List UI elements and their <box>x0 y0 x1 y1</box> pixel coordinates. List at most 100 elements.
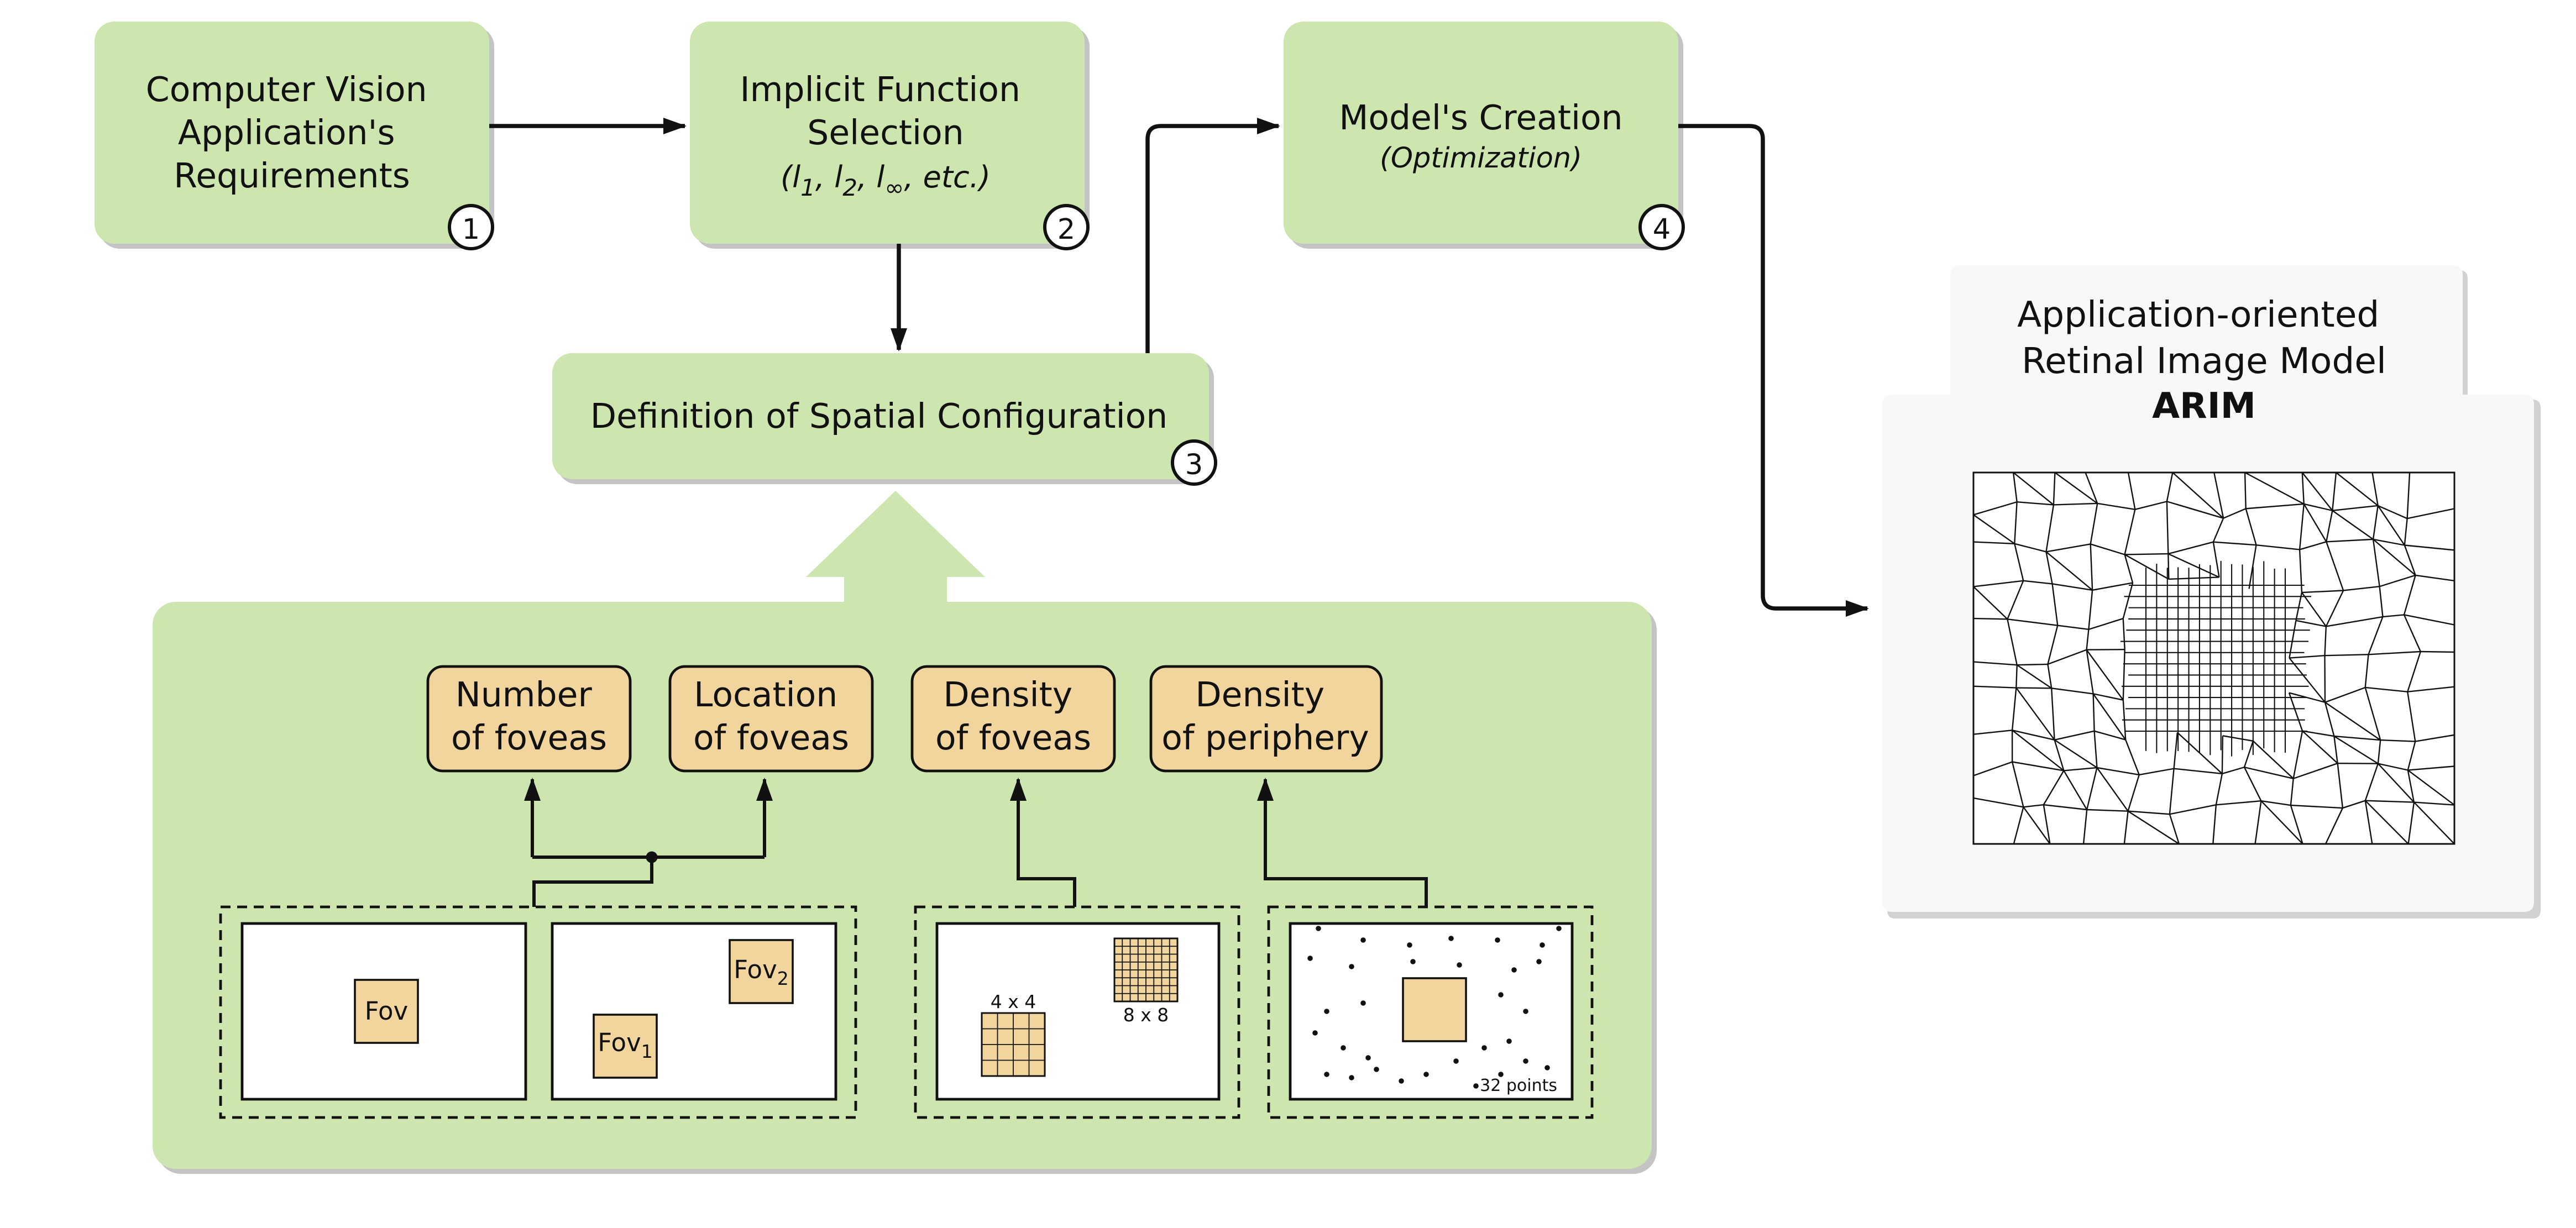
periphery-point <box>1457 962 1462 968</box>
mesh-edge <box>2324 702 2335 737</box>
mesh-edge <box>2337 763 2344 809</box>
mesh-edge <box>2245 503 2304 510</box>
mesh-edge <box>2045 551 2093 591</box>
mesh-edge <box>2139 768 2174 776</box>
mesh-edge <box>2086 629 2090 650</box>
mesh-edge <box>1973 586 2008 620</box>
mesh-edge <box>2296 620 2327 627</box>
step-4-label: Model's Creation <box>1339 98 1622 138</box>
mesh-edge <box>2290 805 2303 844</box>
mesh-edge <box>2290 804 2343 809</box>
mesh-edge <box>2014 543 2024 581</box>
param-location-of-foveas-label: Location of foveas <box>693 675 849 758</box>
mesh-edge <box>2064 767 2097 772</box>
mesh-edge <box>2245 508 2257 545</box>
periphery-point <box>1506 1038 1512 1044</box>
step-3-number: 3 <box>1185 449 1203 481</box>
mesh-edge <box>2023 580 2053 585</box>
examples-periphery-group <box>1267 905 1594 1119</box>
mesh-edge <box>2289 655 2325 659</box>
mesh-edge <box>2326 538 2374 543</box>
mesh-edge <box>2403 575 2416 615</box>
mesh-edge <box>1973 761 2013 776</box>
fovea-1-label: Fov1 <box>598 1028 652 1062</box>
mesh-edge <box>2090 503 2098 544</box>
mesh-edge <box>2407 769 2454 806</box>
mesh-edge <box>2090 543 2125 555</box>
mesh-edge <box>2364 687 2381 741</box>
mesh-edge <box>2053 502 2098 506</box>
mesh-edge <box>2097 767 2139 776</box>
mesh-edge <box>2086 649 2124 701</box>
mesh-edge <box>2378 763 2415 803</box>
mesh-edge <box>2407 741 2416 770</box>
mesh-edge <box>2368 616 2384 655</box>
periphery-point <box>1540 942 1545 948</box>
step-2-norms: (l1, l2, l∞, etc.) <box>781 160 991 201</box>
periphery-point <box>1544 1065 1550 1070</box>
mesh-edge <box>2326 541 2344 591</box>
step-4-sublabel: (Optimization) <box>1380 142 1582 175</box>
step-1-label: Computer Vision Application's Requiremen… <box>146 70 438 196</box>
mesh-edge <box>2404 614 2454 626</box>
step-1-box: Computer Vision Application's Requiremen… <box>95 22 494 250</box>
mesh-edge <box>2325 807 2343 844</box>
mesh-edge <box>2051 688 2093 695</box>
step-2-box: Implicit Function Selection (l1, l2, l∞,… <box>690 22 1090 250</box>
mesh-edge <box>2086 648 2125 650</box>
periphery-point <box>1481 1045 1487 1051</box>
step-3-label: Definition of Spatial Configuration <box>590 396 1168 436</box>
mesh-edge <box>1973 580 2024 587</box>
mesh-edge <box>2289 657 2326 703</box>
periphery-points <box>1307 926 1562 1089</box>
mesh-edge <box>2303 503 2333 512</box>
periphery-point <box>1360 937 1366 943</box>
mesh-edge <box>2365 800 2414 803</box>
mesh-edge <box>2406 473 2411 519</box>
mesh-edge <box>2015 665 2018 688</box>
grid-4x4 <box>981 1012 1046 1077</box>
mesh-edge <box>2332 510 2374 540</box>
param-number-of-foveas: Number of foveas <box>426 665 632 773</box>
mesh-edge <box>2043 804 2051 844</box>
mesh-edge <box>2407 508 2454 519</box>
mesh-edge <box>2167 554 2170 579</box>
example-fovea-density: 4 x 4 8 x 8 <box>935 922 1221 1101</box>
mesh-edge <box>2093 731 2098 768</box>
mesh-edge <box>2054 473 2098 504</box>
mesh-edge <box>2222 735 2254 742</box>
mesh-edge <box>2216 800 2261 806</box>
mesh-edge <box>2301 473 2305 505</box>
periphery-point <box>1556 926 1562 931</box>
mesh-edge <box>2223 508 2247 519</box>
mesh-edge <box>2122 649 2125 700</box>
mesh-edge <box>2051 584 2059 626</box>
mesh-edge <box>2173 732 2179 769</box>
step-1-number: 1 <box>462 213 480 246</box>
mesh-edge <box>2169 804 2217 815</box>
mesh-edge <box>2213 473 2224 518</box>
periphery-point <box>1365 1055 1371 1061</box>
mesh-edge <box>2015 687 2055 741</box>
mesh-edge <box>2378 505 2408 519</box>
param-density-of-periphery-label: Density of periphery <box>1161 675 1369 758</box>
mesh-edge <box>2379 574 2416 587</box>
mesh-edge <box>2023 804 2044 808</box>
mesh-edge <box>2016 687 2052 689</box>
mesh-edge <box>2127 473 2136 510</box>
mesh-edge <box>2045 552 2053 584</box>
mesh-edge <box>2012 473 2018 502</box>
fovea-square <box>354 979 419 1044</box>
mesh-edge <box>2011 688 2017 731</box>
step-2-number-badge <box>1043 204 1090 250</box>
mesh-edge <box>2166 501 2169 554</box>
mesh-edge <box>2222 767 2245 775</box>
mesh-edge <box>1973 661 2017 666</box>
mesh-edge <box>2324 626 2327 656</box>
mesh-edge <box>2169 768 2175 815</box>
mesh-edge <box>2364 800 2373 844</box>
mesh-edge <box>2364 654 2369 688</box>
mesh-edge <box>2333 736 2379 764</box>
mesh-edge <box>2292 731 2303 779</box>
mesh-edge <box>2415 574 2454 581</box>
